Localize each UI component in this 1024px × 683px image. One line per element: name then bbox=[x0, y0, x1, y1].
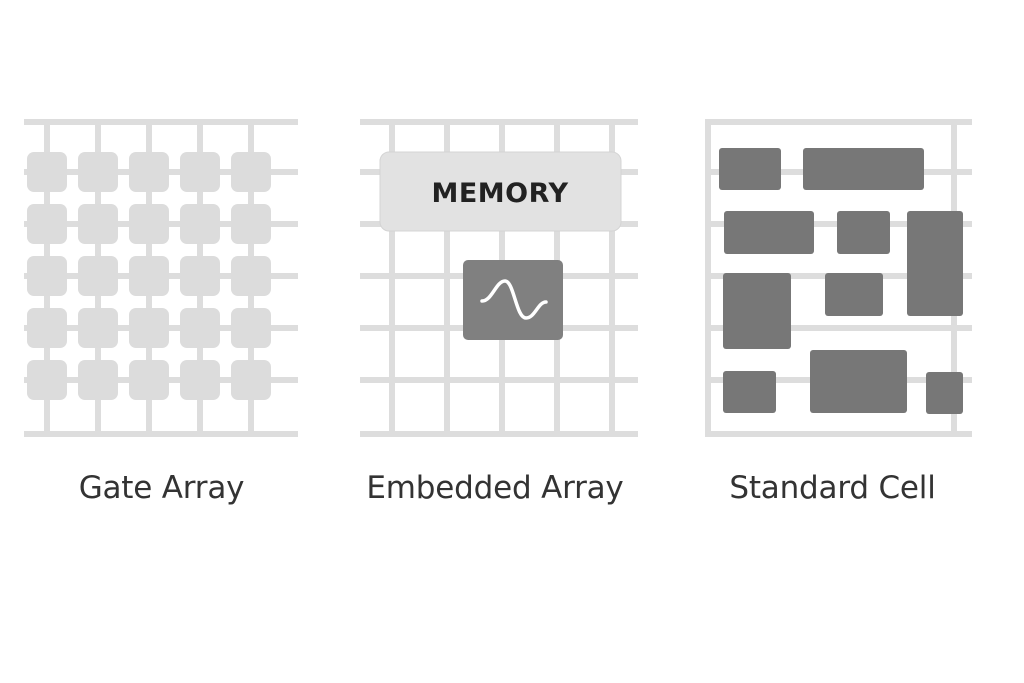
std-cell-block bbox=[837, 211, 890, 254]
gate-cell bbox=[180, 360, 220, 400]
gate-cell bbox=[231, 256, 271, 296]
gate-cell bbox=[231, 204, 271, 244]
gate-cell bbox=[180, 256, 220, 296]
std-cell-block bbox=[723, 371, 776, 413]
gate-cell bbox=[129, 308, 169, 348]
gate-cell bbox=[180, 204, 220, 244]
gate-cell bbox=[78, 360, 118, 400]
standard-cell-caption: Standard Cell bbox=[729, 470, 936, 506]
gate-cell bbox=[129, 204, 169, 244]
gate-cell bbox=[78, 308, 118, 348]
std-cell-block bbox=[803, 148, 924, 190]
gate-cell bbox=[129, 360, 169, 400]
gate-cell bbox=[27, 152, 67, 192]
gate-cell bbox=[129, 256, 169, 296]
gate-cell bbox=[180, 152, 220, 192]
analog-block bbox=[463, 260, 563, 340]
sine-wave-icon bbox=[480, 279, 548, 320]
gate-cell bbox=[231, 308, 271, 348]
std-cell-block bbox=[723, 273, 791, 349]
standard-cell-blocks bbox=[719, 148, 963, 414]
memory-block bbox=[379, 151, 622, 232]
standard-cell-panel bbox=[705, 119, 972, 437]
gate-cell bbox=[78, 152, 118, 192]
gate-cell bbox=[27, 256, 67, 296]
embedded-array-caption: Embedded Array bbox=[366, 470, 624, 506]
gate-cell bbox=[27, 204, 67, 244]
gate-cell bbox=[231, 152, 271, 192]
gate-cell bbox=[27, 360, 67, 400]
gate-cell bbox=[27, 308, 67, 348]
embedded-array-panel: MEMORY bbox=[360, 119, 638, 437]
std-cell-block bbox=[926, 372, 963, 414]
std-cell-block bbox=[907, 211, 963, 316]
std-cell-block bbox=[724, 211, 814, 254]
gate-cell-array bbox=[27, 152, 271, 400]
gate-cell bbox=[180, 308, 220, 348]
gate-cell bbox=[129, 152, 169, 192]
gate-array-panel bbox=[24, 119, 298, 437]
std-cell-block bbox=[719, 148, 781, 190]
std-cell-block bbox=[825, 273, 883, 316]
memory-label: MEMORY bbox=[432, 178, 569, 209]
gate-cell bbox=[78, 204, 118, 244]
gate-cell bbox=[231, 360, 271, 400]
std-cell-block bbox=[810, 350, 907, 413]
gate-array-caption: Gate Array bbox=[78, 470, 245, 506]
gate-cell bbox=[78, 256, 118, 296]
